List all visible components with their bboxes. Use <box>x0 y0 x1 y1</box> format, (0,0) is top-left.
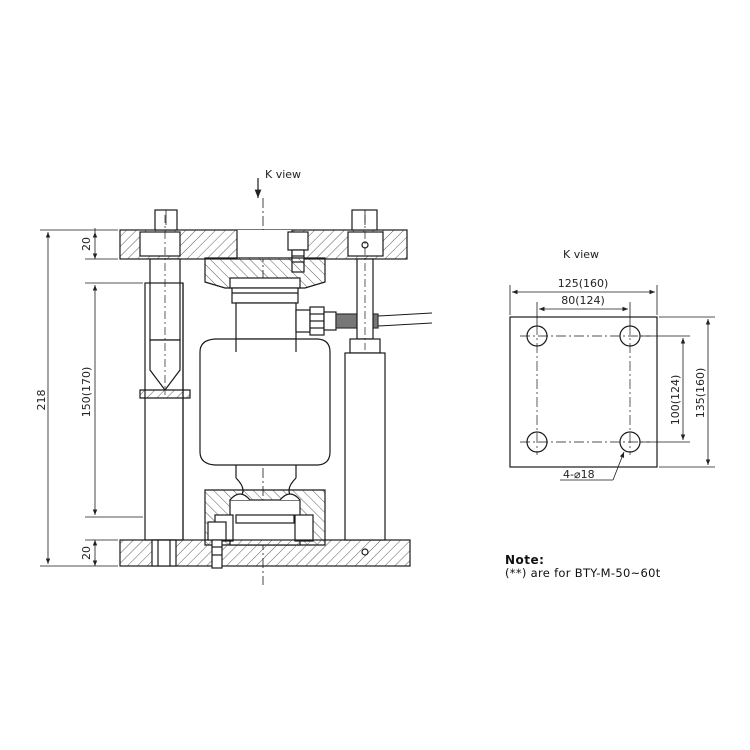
note-text: (**) are for BTY-M-50~60t <box>505 566 661 580</box>
k-dim-width-inner: 80(124) <box>561 294 605 307</box>
bottom-grease-nipple <box>207 521 227 541</box>
k-view-drawing <box>509 285 715 481</box>
dim-bottom <box>85 539 118 566</box>
k-view-title: K view <box>563 248 599 261</box>
load-cell-cap <box>231 287 299 304</box>
load-cell-body <box>199 338 331 466</box>
top-grease-nipple <box>287 231 309 251</box>
front-view <box>40 178 433 585</box>
cable <box>377 312 433 317</box>
k-dim-height-inner: 100(124) <box>669 375 682 426</box>
dim-middle <box>85 282 143 518</box>
dim-top <box>85 228 118 260</box>
right-bolt <box>349 209 381 354</box>
left-bolt <box>149 209 181 395</box>
hole-bottom-left <box>526 431 548 453</box>
dim-top-label: 20 <box>80 237 93 251</box>
k-view-plate <box>509 316 658 468</box>
dim-middle-label: 150(170) <box>80 367 93 418</box>
dim-overall <box>40 229 118 567</box>
right-support-pillar <box>344 352 386 541</box>
k-hole-label: 4-⌀18 <box>563 468 595 481</box>
dim-bottom-label: 20 <box>80 546 93 560</box>
note-title: Note: <box>505 553 545 567</box>
k-view-label: K view <box>265 168 301 181</box>
k-dim-height-outer: 135(160) <box>694 368 707 419</box>
dim-overall-label: 218 <box>35 390 48 411</box>
hole-top-left <box>526 325 548 347</box>
k-dim-width-outer: 125(160) <box>558 277 609 290</box>
